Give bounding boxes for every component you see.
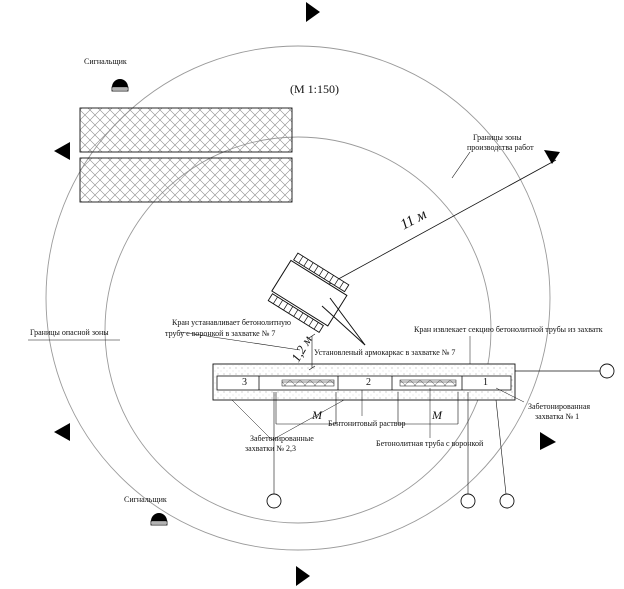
signalman-top-icon (111, 79, 129, 92)
bentonite-label: Бентонитовый раствор (328, 419, 406, 428)
material-pile-upper (79, 107, 293, 153)
crane-extracts-label: Кран извлекает секцию бетонолитной трубы… (414, 325, 603, 334)
leader-concreted-1 (495, 387, 525, 403)
crane-boom-a (321, 305, 366, 346)
section-label-1: 1 (483, 377, 488, 388)
concreted-1-label-1: Забетонированная (528, 402, 591, 411)
radius-line (299, 159, 557, 301)
trench-inner (216, 375, 512, 391)
work-zone-circle (104, 136, 492, 524)
marker-circle-right (599, 363, 615, 379)
cage-right (399, 379, 457, 387)
leader-concreted-23b (271, 399, 345, 441)
pipe-funnel-label: Бетонолитная труба с воронкой (376, 439, 484, 448)
work-zone-leader (451, 151, 471, 179)
danger-zone-label: Границы опасной зоны (30, 328, 109, 337)
direction-arrow-left-upper (54, 142, 70, 160)
marker-circle-2 (460, 493, 476, 509)
direction-arrow-right-lower (540, 432, 556, 450)
concreted-23-label-1: Забетонированные (250, 434, 314, 443)
material-pile-lower (79, 157, 293, 203)
signalman-top-label: Сигнальщик (84, 57, 127, 66)
marker-line-3 (495, 399, 507, 495)
direction-arrow-right-upper (544, 150, 560, 164)
section-label-3: 3 (242, 377, 247, 388)
dim-right (397, 392, 459, 425)
signalman-bottom-label: Сигнальщик (124, 495, 167, 504)
direction-arrow-bottom (296, 566, 310, 586)
installs-leader (179, 331, 301, 351)
direction-arrow-top (306, 2, 320, 22)
crane-body (271, 259, 348, 327)
marker-circle-3 (499, 493, 515, 509)
crane (267, 252, 350, 333)
crane-installs-label-1: Кран устанавливает бетонолитную (172, 318, 292, 327)
concreted-23-label-2: захватки № 2,3 (245, 444, 297, 453)
signalman-bottom-icon (150, 513, 168, 526)
m-dimension-left: М (312, 408, 322, 422)
installed-cage-label: Установленый армокаркас в захватке № 7 (314, 348, 456, 357)
direction-arrow-left-lower (54, 423, 70, 441)
danger-zone-circle (45, 45, 551, 551)
marker-circle-1 (266, 493, 282, 509)
m-dimension-right: М (432, 408, 442, 422)
crane-boom-b (329, 297, 366, 346)
crane-installs-label-2: трубу с воронкой в захватке № 7 (165, 329, 276, 338)
scale-label: (М 1:150) (290, 82, 339, 96)
concreted-1-label-2: захватка № 1 (535, 412, 580, 421)
work-zone-label-1: Границы зоны (473, 133, 522, 142)
cage-left (281, 379, 335, 387)
work-zone-label-2: производства работ (467, 143, 534, 152)
section-label-2: 2 (366, 377, 371, 388)
leader-concreted-23 (231, 399, 273, 441)
dim-left (275, 392, 337, 425)
